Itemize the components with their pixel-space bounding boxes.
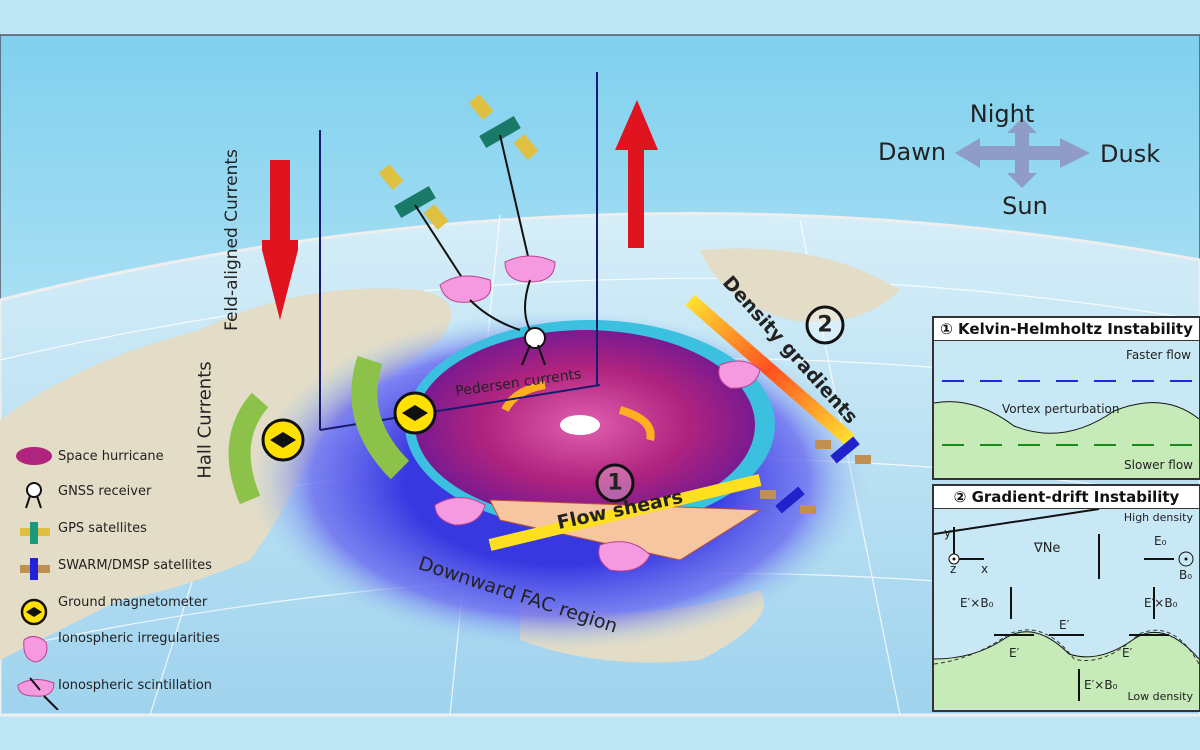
- e-prime-label: E′: [1122, 646, 1133, 660]
- legend-item: Ionospheric scintillation: [58, 678, 213, 693]
- slower-flow-label: Slower flow: [1124, 458, 1193, 472]
- legend-item: Space hurricane: [58, 449, 164, 464]
- ground-magnetometer-icon: [261, 418, 305, 462]
- flow-shear-bar: [488, 474, 762, 551]
- legend-item: Ground magnetometer: [58, 595, 208, 610]
- compass-dusk: Dusk: [1100, 140, 1161, 168]
- marker-2: [805, 305, 845, 345]
- gradient-drift-panel: ② Gradient-drift Instability High densit…: [932, 484, 1200, 712]
- b0-label: B₀: [1179, 568, 1193, 582]
- hall-current-arrow: [228, 392, 269, 505]
- ionospheric-scintillation-icon: [439, 255, 556, 303]
- gps-satellite-icon: [20, 522, 50, 544]
- panel-title: ② Gradient-drift Instability: [934, 486, 1199, 509]
- kelvin-helmholtz-panel: ① Kelvin-Helmholtz Instability Faster fl…: [932, 316, 1200, 480]
- marker-2-label: 2: [817, 312, 833, 338]
- panel-title: ① Kelvin-Helmholtz Instability: [934, 318, 1199, 341]
- exb-label: E′×B₀: [1144, 596, 1178, 610]
- marker-1-label: 1: [607, 470, 623, 496]
- high-density-label: High density: [1123, 511, 1193, 524]
- flow-arrow: [501, 381, 546, 412]
- e-prime-label: E′: [1009, 646, 1020, 660]
- ionospheric-irregularity-icon: [23, 636, 48, 663]
- space-hurricane-icon: [16, 447, 52, 465]
- axis-x-label: x: [981, 562, 989, 576]
- compass-dawn: Dawn: [878, 138, 947, 166]
- ionospheric-scintillation-icon: [17, 677, 59, 710]
- compass-night: Night: [969, 100, 1035, 128]
- swarm-dmsp-satellite-icon: [760, 486, 816, 514]
- vortex-perturbation-label: Vortex perturbation: [1002, 402, 1120, 416]
- exb-label: E′×B₀: [960, 596, 994, 610]
- gnss-receiver-icon: [25, 482, 42, 509]
- density-gradient-bar: [685, 294, 855, 446]
- ionospheric-irregularity-icon: [434, 360, 761, 572]
- downward-field-aligned-arrow: [262, 240, 298, 320]
- marker-1: [595, 463, 635, 503]
- gnss-receiver-icon: [521, 327, 546, 366]
- axis-z-label: z: [950, 562, 957, 576]
- ground-magnetometer-icon: [393, 391, 437, 435]
- compass-arrows: [955, 118, 1090, 188]
- low-density-label: Low density: [1127, 690, 1194, 703]
- e-prime-label: E′: [1059, 618, 1070, 632]
- legend-item: GNSS receiver: [58, 484, 152, 499]
- hall-current-arrow: [351, 355, 410, 480]
- flow-arrow: [618, 406, 655, 441]
- field-aligned-currents-label: Feld-aligned Currents: [222, 149, 242, 331]
- hall-currents-label: Hall Currents: [194, 361, 216, 479]
- swarm-dmsp-satellite-icon: [20, 558, 50, 580]
- hurricane-eye: [560, 415, 600, 435]
- faster-flow-label: Faster flow: [1126, 348, 1191, 362]
- exb-label: E′×B₀: [1084, 678, 1118, 692]
- gps-satellite-icon: [468, 94, 539, 266]
- gps-satellite-icon: [378, 164, 471, 291]
- ground-magnetometer-icon: [20, 598, 48, 626]
- gradient-ne-label: ∇Ne: [1034, 541, 1061, 556]
- e0-label: E₀: [1154, 534, 1167, 548]
- upward-field-aligned-arrow: [615, 100, 658, 150]
- legend-item: Ionospheric irregularities: [58, 631, 220, 646]
- axis-y-label: y: [944, 526, 952, 540]
- legend-item: SWARM/DMSP satellites: [58, 558, 212, 573]
- compass-sun: Sun: [1002, 192, 1048, 220]
- swarm-dmsp-satellite-icon: [815, 436, 871, 464]
- legend-item: GPS satellites: [58, 521, 147, 536]
